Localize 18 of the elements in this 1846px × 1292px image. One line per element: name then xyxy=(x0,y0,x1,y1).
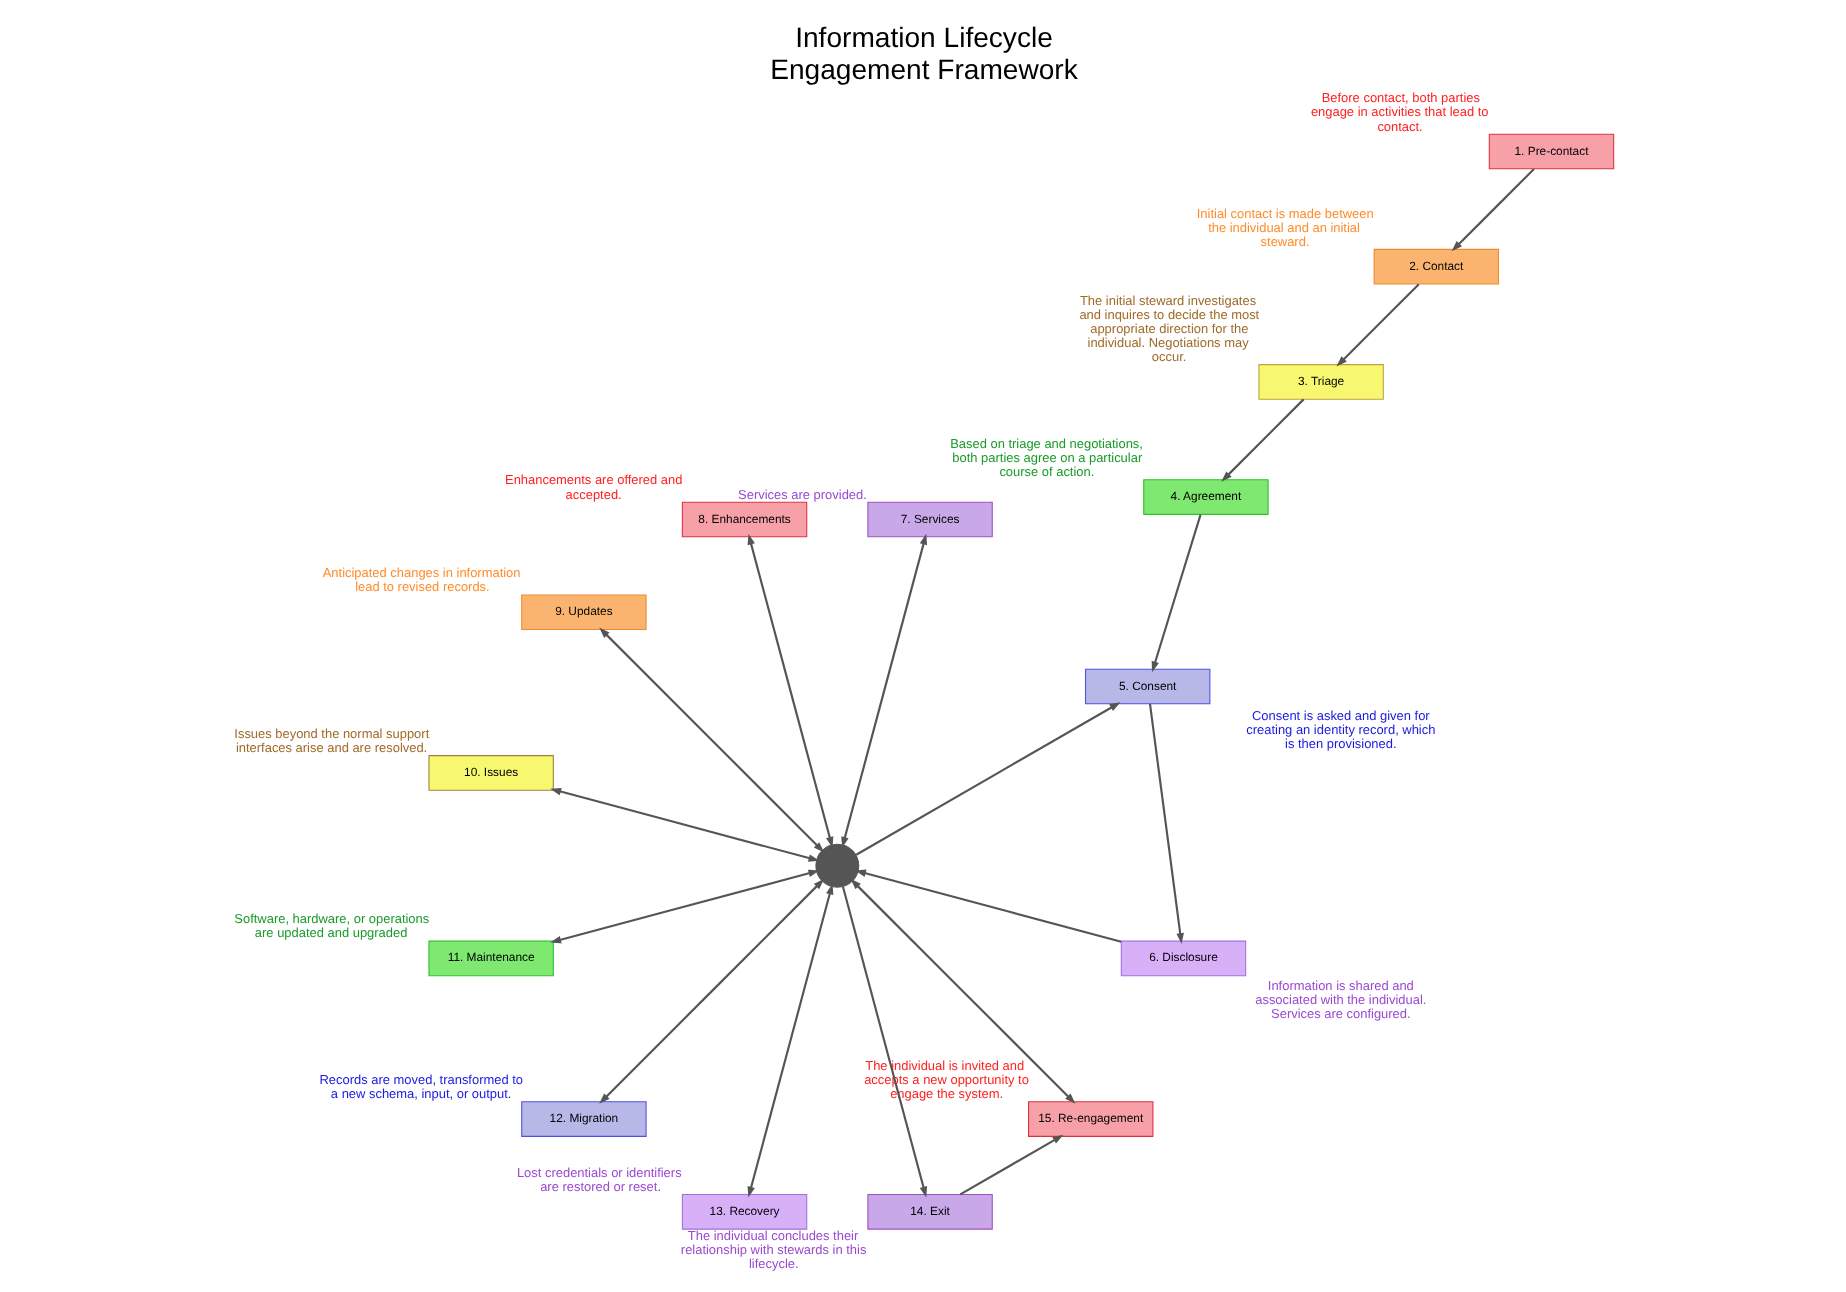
arrow xyxy=(598,878,824,1104)
arrow xyxy=(746,533,833,848)
arrow xyxy=(549,869,819,944)
arrow xyxy=(840,886,927,1198)
diagram-title: Information Lifecycle Engagement Framework xyxy=(769,21,1077,85)
arrow xyxy=(1220,398,1304,482)
arrow xyxy=(854,869,1121,943)
arrow xyxy=(549,787,819,862)
arrow xyxy=(840,533,927,848)
arrow xyxy=(849,878,1075,1104)
arrow xyxy=(746,883,833,1198)
arrow xyxy=(1150,514,1201,673)
arrow xyxy=(958,1134,1063,1196)
arrow xyxy=(1450,168,1534,252)
arrow xyxy=(1147,703,1183,945)
arrow xyxy=(598,627,824,853)
arrow xyxy=(854,702,1120,856)
arrow xyxy=(1335,283,1419,367)
